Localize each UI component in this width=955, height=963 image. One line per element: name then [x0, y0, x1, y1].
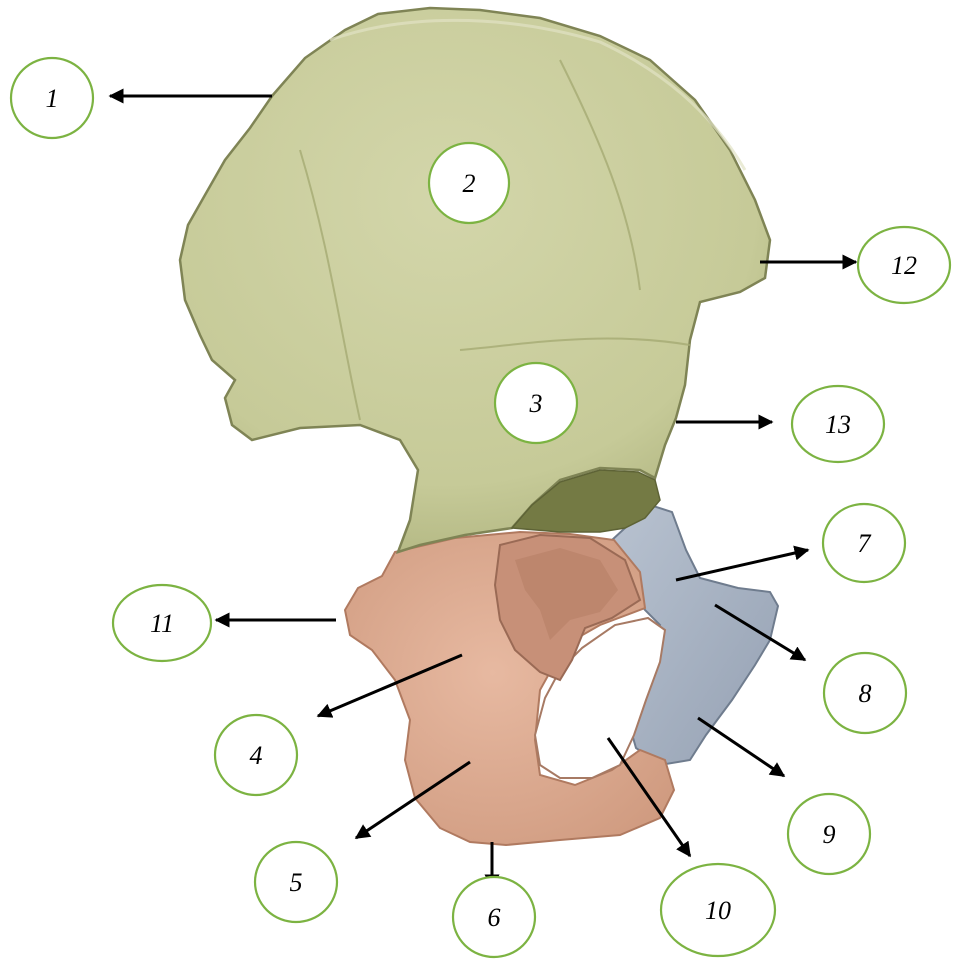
callout-3: 3: [495, 363, 577, 443]
label-11: 11: [150, 609, 174, 638]
callout-7: 7: [823, 504, 905, 582]
label-2: 2: [463, 169, 476, 198]
label-12: 12: [891, 251, 917, 280]
callout-9: 9: [788, 794, 870, 874]
label-5: 5: [290, 868, 303, 897]
label-8: 8: [859, 679, 872, 708]
arrow-9: [698, 718, 784, 776]
callout-2: 2: [429, 143, 509, 223]
label-7: 7: [858, 529, 872, 558]
label-10: 10: [705, 896, 731, 925]
callout-4: 4: [215, 715, 297, 795]
callout-11: 11: [113, 585, 211, 661]
label-13: 13: [825, 410, 851, 439]
callout-1: 1: [11, 58, 93, 138]
callout-10: 10: [661, 864, 775, 956]
callout-6: 6: [453, 877, 535, 957]
label-9: 9: [823, 820, 836, 849]
label-3: 3: [529, 389, 543, 418]
arrow-7: [676, 550, 808, 580]
label-1: 1: [46, 84, 59, 113]
callout-12: 12: [858, 227, 950, 303]
label-6: 6: [488, 903, 501, 932]
callout-8: 8: [824, 653, 906, 733]
ilium-region: [180, 8, 770, 552]
callout-13: 13: [792, 386, 884, 462]
callout-5: 5: [255, 842, 337, 922]
label-4: 4: [250, 741, 263, 770]
